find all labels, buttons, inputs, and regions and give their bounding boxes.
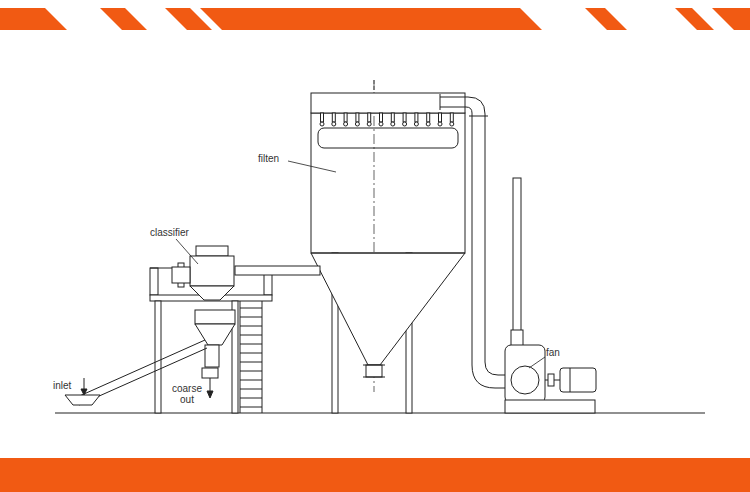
classifier-unit [172,267,190,283]
filter-unit [355,122,359,126]
fan-unit [570,368,571,392]
fan-unit [505,345,545,403]
filter-unit [320,122,324,126]
classifier-unit [155,301,161,413]
classifier-unit [65,395,100,405]
filter-unit [332,122,336,126]
part-label: filten [258,153,279,164]
part-label: inlet [53,380,71,391]
exhaust-duct [469,116,488,117]
filter-unit [311,113,465,253]
classifier-unit [207,391,213,398]
filter-unit [374,80,375,93]
fan-unit [560,368,596,392]
classifier-unit [240,407,262,408]
filter-unit [403,122,407,126]
classifier-unit [240,308,262,309]
filter-unit [320,113,454,126]
top-band [0,8,750,30]
exhaust-duct [440,107,508,388]
filter-unit [403,113,406,122]
filter-unit [380,113,383,122]
classifier-unit [240,326,262,327]
classifier-unit [150,268,158,295]
filter-unit [321,113,324,122]
top-band [125,8,187,30]
leader-line [288,161,336,172]
classifier-unit [235,266,320,275]
classifier-unit [240,308,262,407]
filter-unit [379,122,383,126]
classifier-unit [240,389,262,390]
filter-unit [439,113,442,122]
filter-unit [366,365,382,377]
filter-unit [391,122,395,126]
fan-unit [513,178,521,348]
classifier-unit [240,380,262,381]
exhaust-duct [440,97,508,375]
top-band [692,8,734,30]
filter-unit [344,113,347,122]
filter-unit [311,253,465,365]
top-band [45,8,122,30]
filter-unit [427,113,430,122]
classifier-unit [240,344,262,345]
top-band [0,8,750,30]
filter-unit [311,80,465,413]
filter-unit [363,377,385,378]
classifier-unit [190,286,234,300]
exhaust-duct [440,94,508,388]
filter-unit [450,122,454,126]
classifier-unit [196,246,228,256]
fan-unit [511,366,539,394]
classifier-unit [195,310,235,324]
classifier-unit [84,378,85,390]
fan-unit [505,178,596,413]
filter-unit [318,128,458,148]
top-band [520,8,607,30]
classifier-unit [240,335,262,336]
part-label: coarse out [170,383,204,405]
filter-unit [311,93,465,113]
filter-unit [356,113,359,122]
filter-unit [367,122,371,126]
leader-line [176,239,198,264]
classifier-unit [240,301,241,413]
classifier-unit [240,398,262,399]
filter-unit [332,113,335,122]
classifier-unit [65,246,320,413]
classifier-unit [240,371,262,372]
top-band [605,8,697,30]
fan-unit [505,400,595,413]
leader-line [176,161,545,368]
filter-unit [414,122,418,126]
filter-unit [391,113,394,122]
classifier-unit [190,256,234,286]
leader-line [529,357,545,368]
part-label: fan [546,347,560,358]
classifier-unit [81,389,87,395]
classifier-unit [202,368,218,378]
filter-unit [368,113,371,122]
exhaust-duct [440,94,441,110]
filter-unit [438,122,442,126]
classifier-unit [262,301,263,413]
filter-unit [426,122,430,126]
classifier-unit [240,317,262,318]
part-label: classifier [150,227,189,238]
classifier-unit [240,353,262,354]
filter-unit [363,365,385,366]
ground-line [55,412,705,413]
bottom-band [0,458,750,492]
filter-unit [450,113,453,122]
filter-unit [415,113,418,122]
fan-unit [548,374,554,386]
top-band [190,8,222,30]
filter-unit [344,122,348,126]
classifier-unit [240,362,262,363]
